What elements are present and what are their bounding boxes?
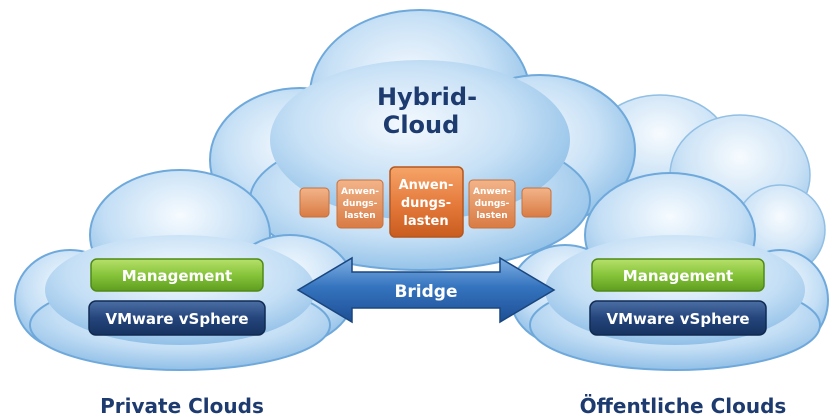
workload-tiny-right bbox=[521, 187, 552, 218]
workload-center: Anwen- dungs- lasten bbox=[389, 166, 464, 238]
public-vsphere-box: VMware vSphere bbox=[589, 300, 767, 336]
workload-tiny-left bbox=[299, 187, 330, 218]
workload-small-right: Anwen- dungs- lasten bbox=[468, 179, 516, 229]
workload-small-left: Anwen- dungs- lasten bbox=[336, 179, 384, 229]
workload-center-line2: dungs- bbox=[401, 196, 451, 211]
hybrid-title-line2: Cloud bbox=[383, 111, 460, 139]
workload-center-line1: Anwen- bbox=[399, 178, 454, 193]
workload-small-right-line3: lasten bbox=[476, 211, 507, 221]
workload-small-left-line1: Anwen- bbox=[341, 187, 379, 197]
private-clouds-caption: Private Clouds bbox=[100, 394, 264, 418]
public-management-box: Management bbox=[591, 258, 765, 292]
private-vsphere-label: VMware vSphere bbox=[105, 310, 248, 328]
private-vsphere-box: VMware vSphere bbox=[88, 300, 266, 336]
public-clouds-caption: Öffentliche Clouds bbox=[580, 394, 787, 418]
hybrid-title-line1: Hybrid- bbox=[377, 83, 477, 111]
public-vsphere-label: VMware vSphere bbox=[606, 310, 749, 328]
public-management-label: Management bbox=[623, 267, 733, 285]
workload-small-left-line3: lasten bbox=[344, 211, 375, 221]
private-management-box: Management bbox=[90, 258, 264, 292]
workload-small-left-line2: dungs- bbox=[343, 199, 378, 209]
bridge-arrow: Bridge bbox=[296, 256, 556, 324]
private-management-label: Management bbox=[122, 267, 232, 285]
workload-small-right-line1: Anwen- bbox=[473, 187, 511, 197]
workload-center-line3: lasten bbox=[403, 214, 448, 229]
bridge-label: Bridge bbox=[394, 282, 457, 302]
workload-small-right-line2: dungs- bbox=[475, 199, 510, 209]
